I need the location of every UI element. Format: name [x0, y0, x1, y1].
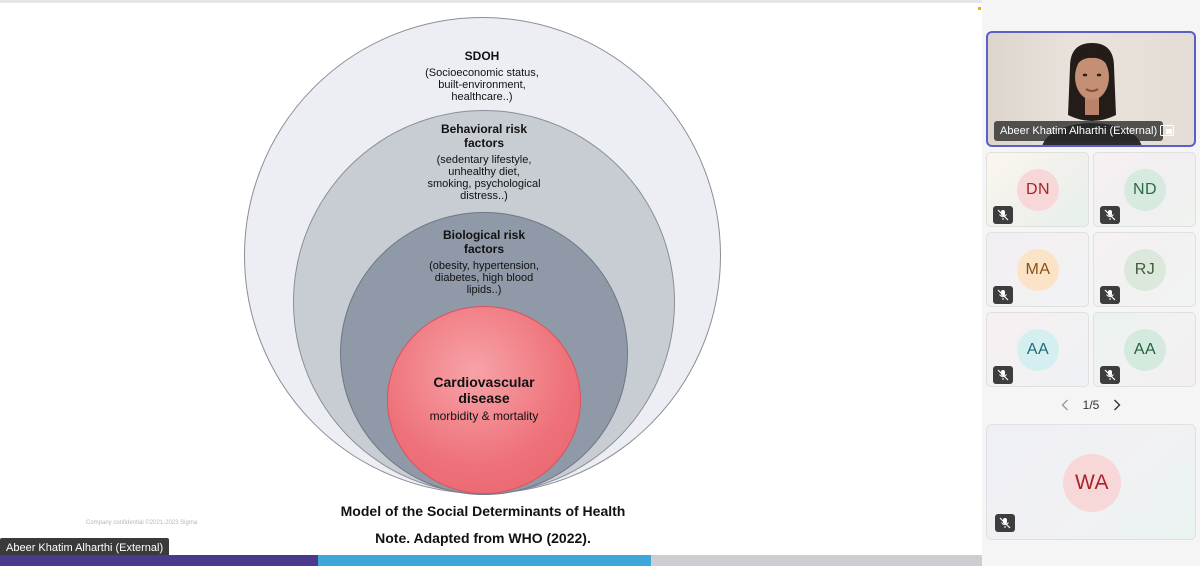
presenter-name-label: Abeer Khatim Alharthi (External) [994, 121, 1164, 141]
avatar: WA [1063, 454, 1121, 512]
participant-tile[interactable]: AA [986, 312, 1089, 387]
participant-tile[interactable]: RJ [1093, 232, 1196, 307]
biological-title-line: Biological risk [442, 228, 526, 242]
biological-title: Biological risk factors [413, 228, 555, 256]
shared-screen: SDOH (Socioeconomic status, built-enviro… [0, 0, 982, 566]
sdoh-body-line: (Socioeconomic status, [425, 67, 539, 79]
participant-tile[interactable]: AA [1093, 312, 1196, 387]
behavioral-body: (sedentary lifestyle, unhealthy diet, sm… [402, 154, 566, 202]
stage-top-border [0, 0, 982, 3]
mic-muted-icon [1100, 366, 1120, 384]
mic-muted-icon [993, 366, 1013, 384]
cvd-title: Cardiovascular disease [410, 374, 558, 406]
avatar: MA [1017, 249, 1059, 291]
sdoh-body-line: built-environment, [438, 79, 526, 91]
mic-muted-icon [1100, 206, 1120, 224]
behavioral-body-line: (sedentary lifestyle, [436, 154, 532, 166]
presenter-name-tag: Abeer Khatim Alharthi (External) [0, 538, 170, 558]
participant-tile[interactable]: DN [986, 152, 1089, 227]
participant-tile[interactable]: MA [986, 232, 1089, 307]
avatar: ND [1124, 169, 1166, 211]
biological-label: Biological risk factors (obesity, hypert… [413, 228, 555, 296]
avatar: DN [1017, 169, 1059, 211]
pager-label: 1/5 [1082, 398, 1100, 412]
presenter-video-tile[interactable]: Abeer Khatim Alharthi (External) [986, 31, 1196, 147]
pager-prev-button[interactable] [1058, 398, 1072, 412]
behavioral-body-line: unhealthy diet, [448, 166, 520, 178]
color-bar-blue [318, 555, 651, 566]
sdoh-title: SDOH [464, 49, 500, 63]
slide-color-bar [0, 555, 982, 566]
slide-caption-title: Model of the Social Determinants of Heal… [340, 503, 626, 519]
confidential-footer: Company confidential ©2021-2023 Sigma [86, 520, 198, 526]
chevron-left-icon [1061, 399, 1068, 411]
mic-muted-icon [1100, 286, 1120, 304]
behavioral-title-line: Behavioral risk [440, 122, 528, 136]
mic-muted-icon [993, 286, 1013, 304]
biological-body: (obesity, hypertension, diabetes, high b… [413, 260, 555, 296]
biological-title-line: factors [463, 242, 504, 256]
avatar: RJ [1124, 249, 1166, 291]
screen-share-icon [1160, 125, 1174, 136]
mic-muted-icon [993, 206, 1013, 224]
biological-body-line: lipids..) [466, 284, 502, 296]
behavioral-title: Behavioral risk factors [402, 122, 566, 150]
avatar: AA [1124, 329, 1166, 371]
cvd-label: Cardiovascular disease morbidity & morta… [410, 374, 558, 422]
participant-tile-featured[interactable]: WA [986, 424, 1196, 540]
participants-panel: Abeer Khatim Alharthi (External) DN ND M… [982, 0, 1200, 566]
chevron-right-icon [1114, 399, 1121, 411]
participant-tile[interactable]: ND [1093, 152, 1196, 227]
sdoh-body: (Socioeconomic status, built-environment… [382, 67, 582, 103]
behavioral-title-line: factors [463, 136, 504, 150]
behavioral-body-line: distress..) [460, 190, 508, 202]
biological-body-line: diabetes, high blood [434, 272, 534, 284]
recording-indicator [978, 7, 981, 10]
participant-pager: 1/5 [1058, 396, 1124, 414]
pager-next-button[interactable] [1110, 398, 1124, 412]
biological-body-line: (obesity, hypertension, [429, 260, 539, 272]
color-bar-gray [651, 555, 982, 566]
cvd-title-line: disease [458, 390, 510, 406]
slide-caption-note: Note. Adapted from WHO (2022). [375, 530, 591, 546]
behavioral-body-line: smoking, psychological [427, 178, 541, 190]
avatar: AA [1017, 329, 1059, 371]
sdoh-label: SDOH (Socioeconomic status, built-enviro… [382, 49, 582, 103]
cvd-body: morbidity & mortality [429, 409, 539, 423]
mic-muted-icon [995, 514, 1015, 532]
cvd-title-line: Cardiovascular [433, 374, 535, 390]
sdoh-body-line: healthcare..) [451, 91, 513, 103]
color-bar-purple [0, 555, 318, 566]
cvd-circle [387, 306, 581, 494]
behavioral-label: Behavioral risk factors (sedentary lifes… [402, 122, 566, 202]
